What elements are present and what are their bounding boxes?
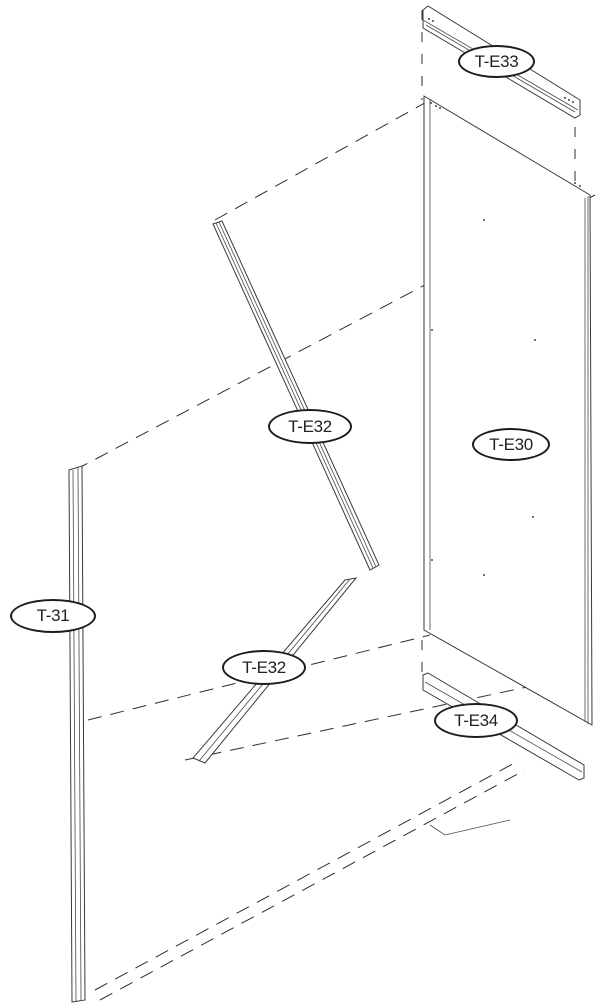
label-t-e30: T-E30 bbox=[472, 428, 550, 461]
label-t-31: T-31 bbox=[10, 599, 96, 633]
part-t-31-post bbox=[68, 465, 86, 1003]
part-t-e32-upper-brace bbox=[212, 220, 380, 571]
label-t-e33: T-E33 bbox=[458, 45, 535, 78]
part-t-e30-panel bbox=[423, 95, 593, 726]
label-t-e32-lower: T-E32 bbox=[222, 650, 306, 685]
label-t-e32-upper: T-E32 bbox=[268, 409, 352, 444]
label-t-e34: T-E34 bbox=[434, 703, 518, 738]
